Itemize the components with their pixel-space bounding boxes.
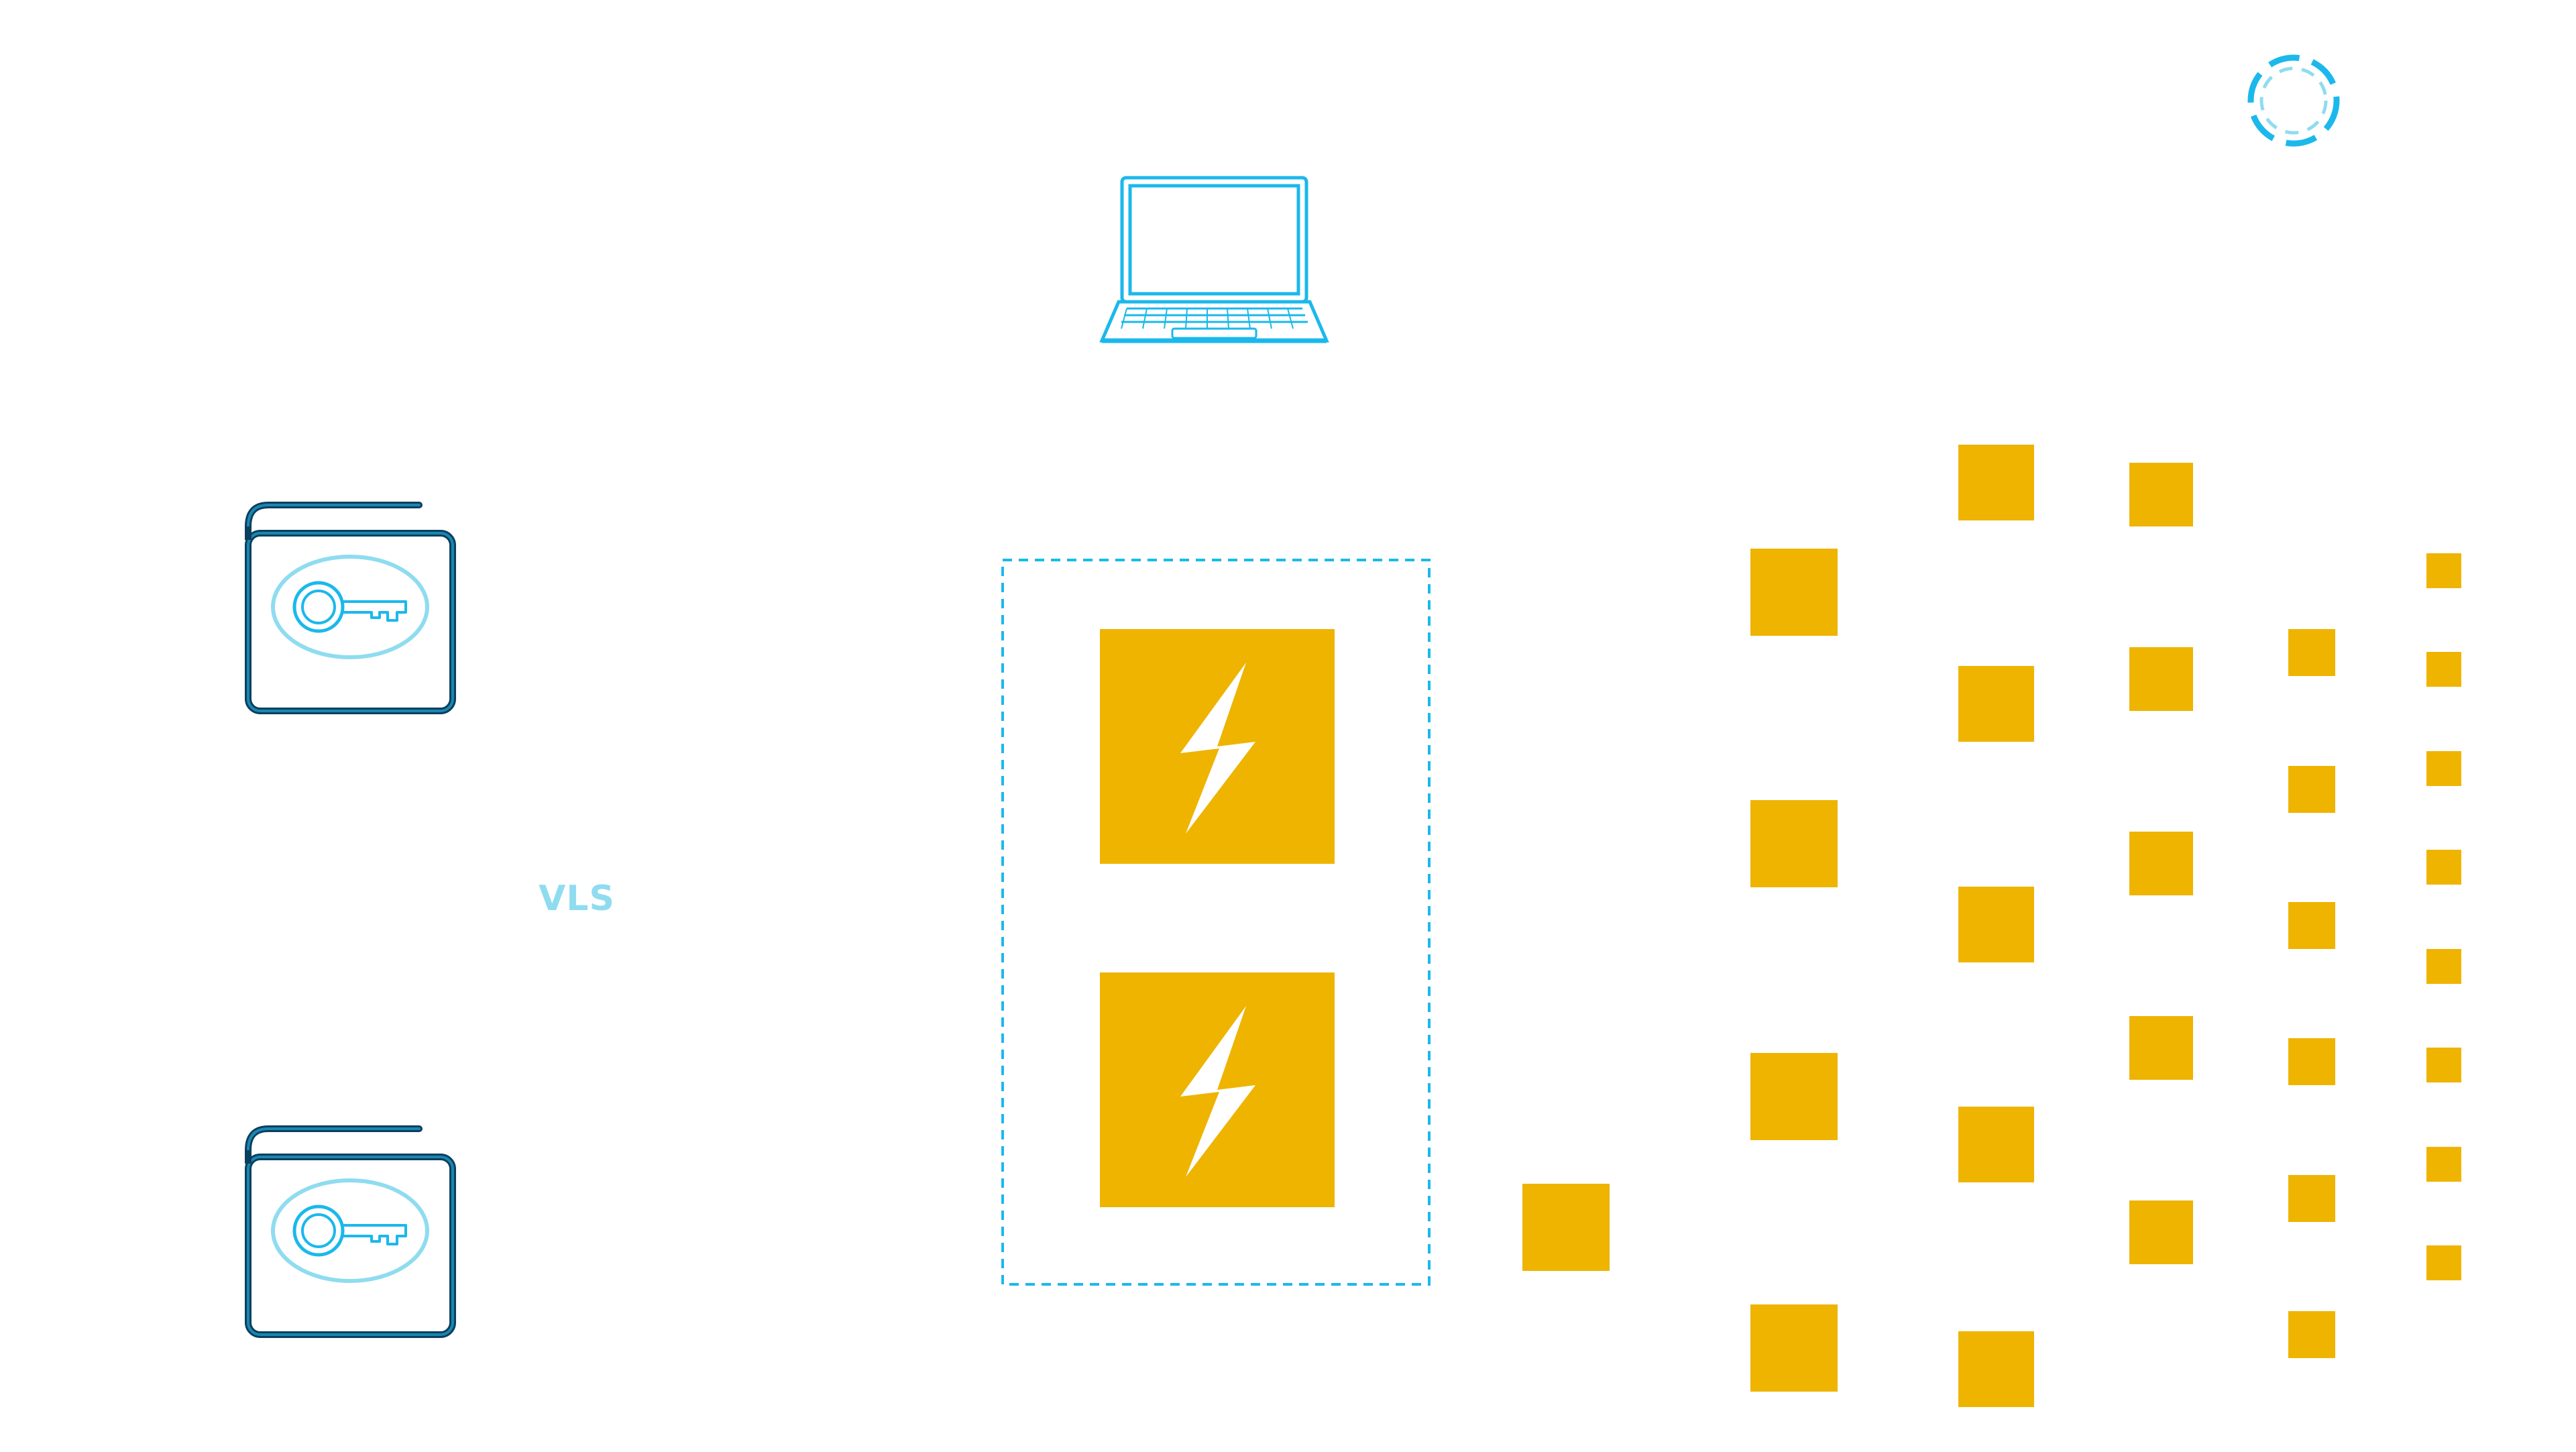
network-node-square: [1522, 1184, 1610, 1271]
network-node-square: [2288, 1175, 2335, 1222]
network-node-square: [2288, 766, 2335, 813]
wallets-group: [245, 502, 456, 1338]
wallet-key-icon: [245, 1125, 456, 1338]
network-node-square: [2426, 1245, 2461, 1280]
network-node-square: [2129, 463, 2193, 526]
network-node-square: [1750, 800, 1838, 887]
network-node-square: [1958, 1107, 2034, 1182]
lightning-bolt-icon: [1180, 1006, 1255, 1177]
network-node-square: [2129, 832, 2193, 895]
network-node-square: [2129, 1200, 2193, 1264]
network-node-square: [2129, 1016, 2193, 1080]
network-node-square: [2426, 1147, 2461, 1182]
network-node-square: [2288, 629, 2335, 676]
lightning-nodes: [1100, 629, 1335, 1207]
network-node-square: [2426, 850, 2461, 885]
network-node-square: [1750, 1304, 1838, 1392]
loading-spinner-icon: [2247, 54, 2340, 147]
network-squares: [1522, 445, 2461, 1407]
lightning-node-1: [1100, 629, 1335, 864]
network-node-square: [1750, 549, 1838, 636]
network-node-square: [2288, 902, 2335, 949]
network-node-square: [2426, 553, 2461, 588]
network-node-square: [2288, 1038, 2335, 1085]
network-node-square: [2426, 652, 2461, 687]
wallet-key-icon: [245, 502, 456, 714]
network-node-square: [2426, 751, 2461, 786]
vls-label: VLS: [539, 879, 615, 919]
network-node-square: [2288, 1311, 2335, 1358]
network-node-square: [2426, 949, 2461, 984]
network-node-square: [1958, 666, 2034, 742]
network-node-square: [1750, 1053, 1838, 1140]
lightning-bolt-icon: [1180, 663, 1255, 834]
network-node-square: [1958, 445, 2034, 520]
lightning-node-2: [1100, 972, 1335, 1207]
network-node-square: [2426, 1048, 2461, 1082]
laptop-icon: [1099, 176, 1329, 343]
network-node-square: [2129, 647, 2193, 711]
lightning-nodes-group-box: [1001, 559, 1431, 1286]
network-node-square: [1958, 1331, 2034, 1407]
network-node-square: [1958, 887, 2034, 962]
